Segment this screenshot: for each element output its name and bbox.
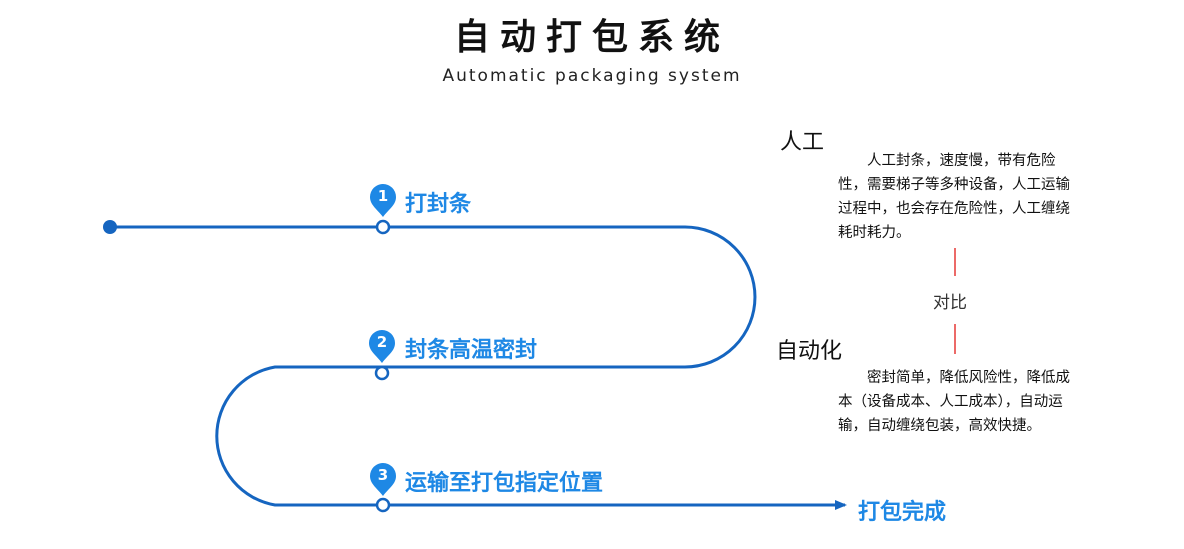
page-title: 自动打包系统 — [453, 17, 730, 58]
flow-start-dot — [103, 220, 117, 234]
manual-description: 人工封条，速度慢，带有危险性，需要梯子等多种设备，人工运输过程中，也会存在危险性… — [838, 153, 1070, 241]
end-label: 打包完成 — [858, 500, 947, 525]
step-1-marker — [370, 184, 396, 235]
step-1-number: 1 — [377, 187, 389, 205]
page-subtitle: Automatic packaging system — [442, 66, 742, 86]
map-pin-icon — [370, 184, 396, 217]
step-2-number: 2 — [376, 333, 388, 351]
flow-path — [110, 225, 847, 510]
step-3-label: 运输至打包指定位置 — [405, 471, 604, 496]
step-3-marker — [370, 463, 396, 513]
step-1-label: 打封条 — [405, 192, 472, 217]
map-pin-icon — [370, 463, 396, 496]
auto-description: 密封简单，降低风险性，降低成本（设备成本、人工成本），自动运输，自动缠绕包装，高… — [838, 370, 1070, 434]
manual-heading: 人工 — [780, 130, 825, 155]
step-3-node — [375, 497, 391, 513]
step-1-node — [375, 219, 391, 235]
versus-label: 对比 — [933, 293, 967, 313]
auto-heading: 自动化 — [776, 339, 843, 364]
step-2-marker — [369, 330, 395, 381]
step-3-number: 3 — [377, 466, 389, 484]
step-2-label: 封条高温密封 — [405, 338, 538, 363]
map-pin-icon — [369, 330, 395, 363]
step-2-node — [374, 365, 390, 381]
